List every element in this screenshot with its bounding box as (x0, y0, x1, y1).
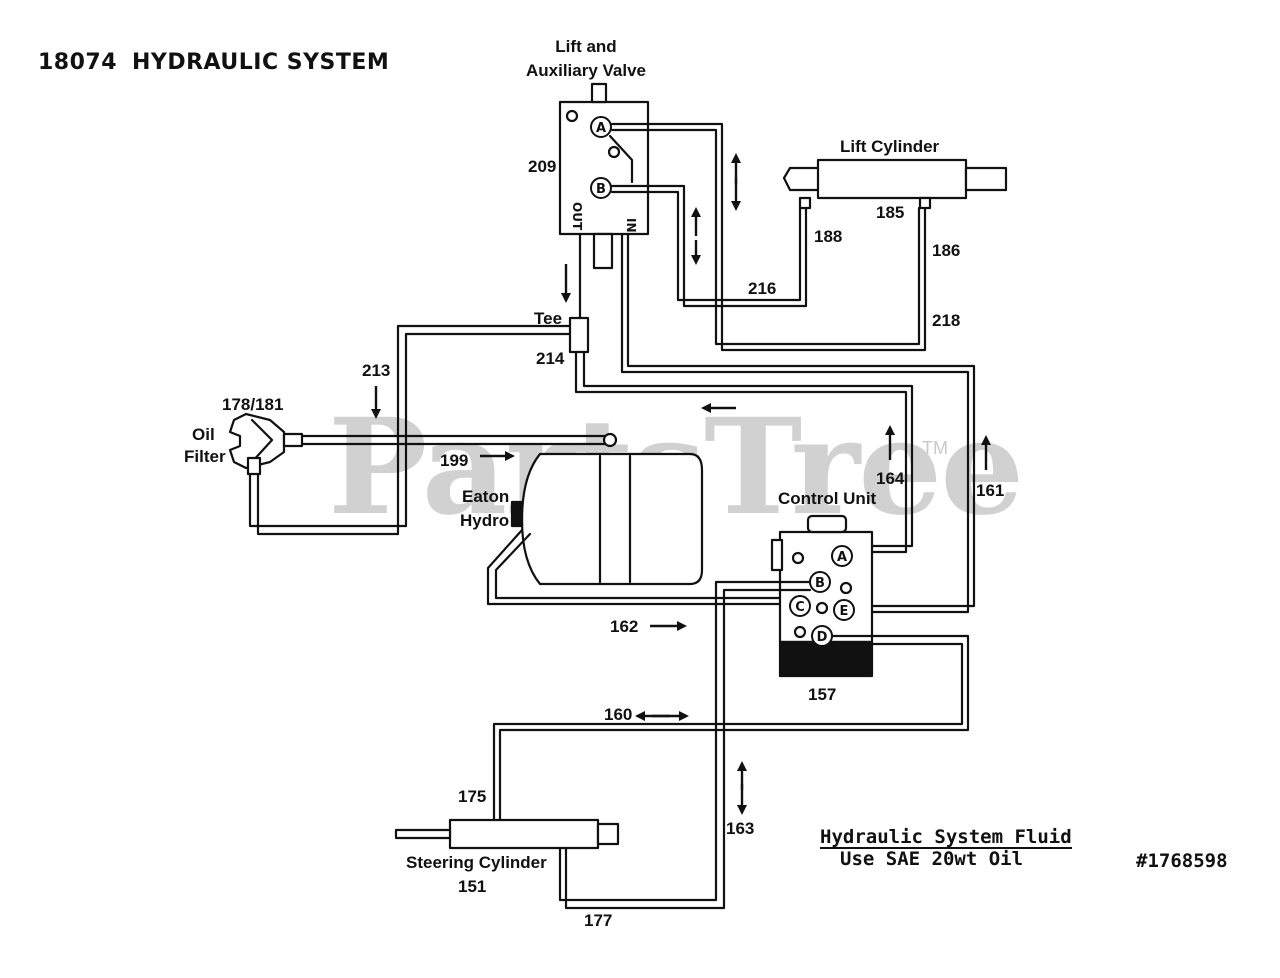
oil-filter-label-2: Filter (184, 447, 226, 466)
page-title: HYDRAULIC SYSTEM (132, 50, 390, 75)
control-unit-label: Control Unit (778, 489, 877, 508)
control-port-d-label: D (817, 630, 828, 645)
lift-valve-hole (565, 109, 579, 123)
line-218 (610, 122, 927, 352)
control-port-b (809, 571, 831, 593)
tee-fitting (568, 316, 590, 354)
line-160 (498, 634, 970, 822)
line-label-216: 216 (748, 279, 777, 298)
control-port-e (833, 599, 855, 621)
fluid-note-title: Hydraulic System Fluid (820, 826, 1072, 849)
line-label-177: 177 (584, 911, 613, 930)
fluid-note-spec: Use SAE 20wt Oil (840, 848, 1024, 870)
lift-valve-label-2: Auxiliary Valve (525, 61, 647, 80)
valve-out-label: OUT (570, 202, 584, 231)
line-label-160: 160 (604, 705, 633, 724)
oil-filter-label-1: Oil (192, 425, 215, 444)
line-label-163: 163 (726, 819, 755, 838)
line-label-162: 162 (610, 617, 639, 636)
lift-valve-ref: 209 (528, 157, 557, 176)
model-number: 18074 (38, 50, 118, 75)
valve-port-a (590, 116, 612, 138)
line-label-213: 213 (362, 361, 391, 380)
line-label-199: 199 (440, 451, 469, 470)
lift-valve-label-1: Lift and (555, 37, 617, 56)
control-port-c (789, 595, 811, 617)
valve-in-label: IN (624, 218, 638, 233)
line-label-175: 175 (458, 787, 487, 806)
tee-label: Tee (534, 309, 563, 328)
oil-filter-ref: 178/181 (222, 395, 284, 414)
control-port-a-label: A (837, 550, 847, 565)
oil-filter-body (228, 412, 286, 470)
line-216 (610, 184, 808, 308)
control-port-c-label: C (795, 600, 805, 615)
control-port-d (811, 625, 833, 647)
control-unit-ref: 157 (808, 685, 837, 704)
valve-port-b-label: B (596, 182, 606, 197)
line-label-164: 164 (876, 469, 905, 488)
watermark-tm: TM (922, 438, 948, 458)
lift-valve-inner (608, 134, 634, 184)
eaton-hydro-body (520, 452, 704, 586)
valve-port-b (590, 177, 612, 199)
line-label-218: 218 (932, 311, 961, 330)
lift-valve-top-fitting (590, 82, 608, 104)
lift-cylinder-rod (782, 166, 820, 192)
lift-cylinder-body (816, 158, 968, 200)
lift-cylinder-end (964, 166, 1008, 192)
line-164 (574, 350, 908, 554)
line-161 (620, 232, 970, 614)
control-port-b-label: B (815, 576, 825, 591)
control-unit-base (778, 640, 874, 678)
control-port-a (831, 545, 853, 567)
valve-port-a-label: A (596, 121, 606, 136)
line-label-186: 186 (932, 241, 961, 260)
lift-cylinder-label: Lift Cylinder (840, 137, 940, 156)
line-162 (486, 528, 784, 606)
steering-cylinder-ref: 151 (458, 877, 487, 896)
control-port-e-label: E (840, 604, 849, 619)
hydro-label-2: Hydro (460, 511, 510, 530)
steering-cylinder-label: Steering Cylinder (406, 853, 547, 872)
line-163 (558, 580, 812, 902)
lift-valve-hole (607, 145, 621, 159)
steering-cylinder-body (448, 818, 600, 850)
tee-ref: 214 (536, 349, 565, 368)
line-label-188: 188 (814, 227, 843, 246)
part-number: #1768598 (1136, 850, 1228, 872)
hydro-label-1: Eaton (462, 487, 510, 506)
lift-cylinder-ref: 185 (876, 203, 905, 222)
line-label-161: 161 (976, 481, 1005, 500)
lift-valve-bottom-fitting (592, 232, 614, 270)
